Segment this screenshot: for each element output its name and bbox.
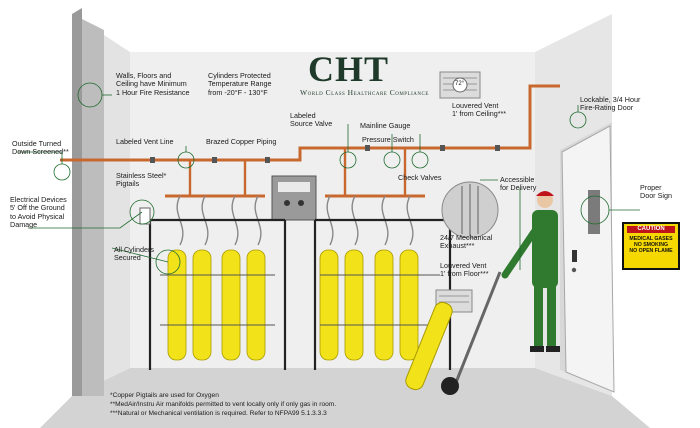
callout-check-valves: Check Valves [398,173,442,182]
footnote-1: *Copper Pigtails are used for Oxygen [110,392,219,399]
brand-tagline: World Class Healthcare Compliance [300,88,429,97]
oxygen-cylinders [167,249,419,361]
caution-door-sign: CAUTION MEDICAL GASES NO SMOKING NO OPEN… [622,222,680,270]
callout-source-valve: Labeled Source Valve [290,111,333,129]
callout-door: Lockable, 3/4 Hour Fire-Rating Door [580,95,641,113]
callout-louvered-ceiling: Louvered Vent 1' from Ceiling*** [452,101,507,119]
sign-line-2: NO SMOKING [633,242,668,248]
door-window [588,190,600,234]
cylinder-hand-truck [405,271,502,395]
thermostat-reading: 72° [455,81,465,87]
pipe-drops [188,148,407,196]
callout-exhaust: 24/7 Mechanical Exhaust*** [440,233,493,251]
door-lock-icon [571,267,577,273]
callout-walls: Walls, Floors and Ceiling have Minimum 1… [116,71,190,97]
callout-copper-piping: Brazed Copper Piping [206,137,277,146]
delivery-worker [501,191,560,352]
thermostat-icon [452,77,468,93]
footnote-3: ***Natural or Mechanical ventilation is … [110,410,327,417]
sign-line-1: MEDICAL GASES [629,236,673,242]
brand-logo: CHT [308,49,390,89]
door-handle [572,250,577,262]
wall-edge [72,8,82,396]
callout-door-sign: Proper Door Sign [640,183,672,201]
floor [40,368,650,428]
door-panel [561,125,615,393]
callout-electrical: Electrical Devices 5' Off the Ground to … [10,195,67,230]
footnote-2: **MedAir/Instru Air manifolds permitted … [110,401,337,408]
callout-vent-line: Labeled Vent Line [116,137,174,146]
sign-line-3: NO OPEN FLAME [629,248,673,254]
callout-cylinders-secured: All Cylinders Secured [114,245,154,263]
callout-pressure-switch: Pressure Switch [362,135,414,144]
cylinder-chains [160,274,440,326]
pipe-fittings [150,145,500,163]
callout-louvered-floor: Louvered Vent 1' from Floor*** [440,261,489,279]
callout-leaders [18,82,640,275]
electrical-outlet [139,207,151,225]
callout-pigtails: Stainless Steel* Pigtails [116,171,167,189]
callout-mainline-gauge: Mainline Gauge [360,121,411,130]
main-copper-pipe [60,84,560,162]
callout-delivery: Accessible for Delivery [500,175,537,193]
sign-caution-header: CAUTION [627,226,675,233]
callout-outside-vent: Outside Turned Down Screened** [12,139,69,157]
callout-cylinders-temperature: Cylinders Protected Temperature Range fr… [208,71,272,97]
